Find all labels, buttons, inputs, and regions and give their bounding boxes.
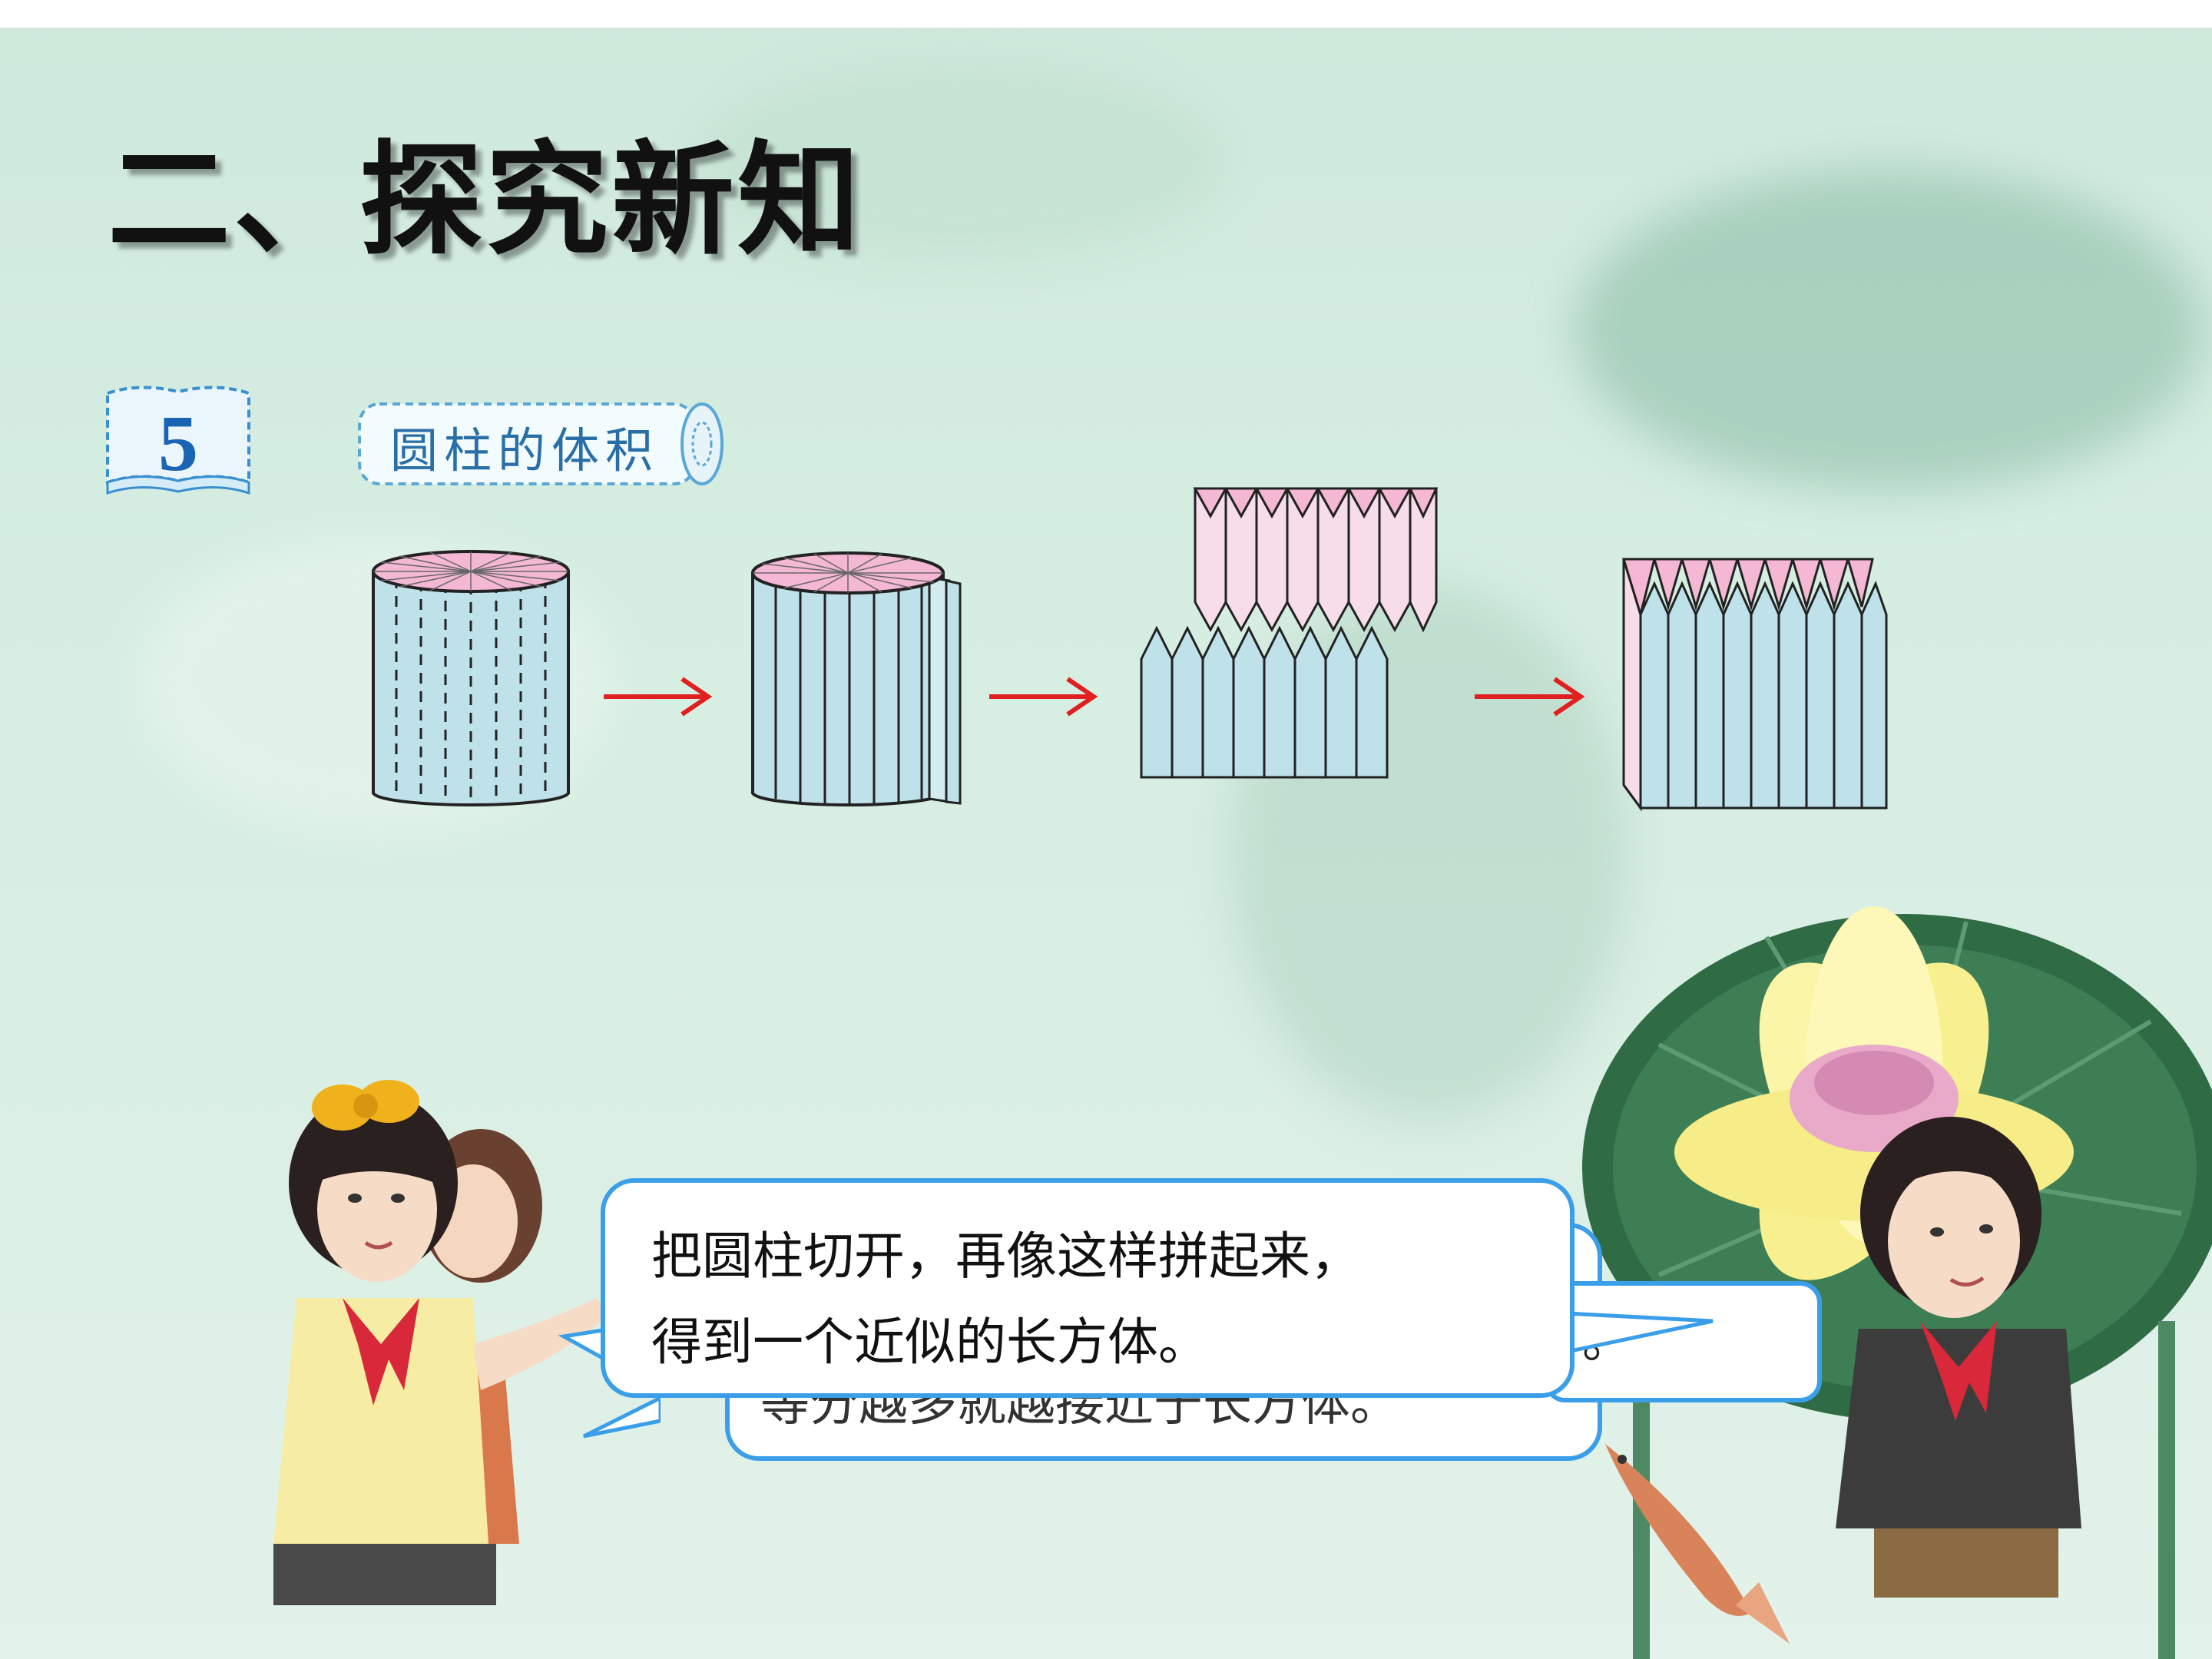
arrow-1 (604, 677, 713, 717)
topic-title: 圆柱的体积 (390, 422, 660, 478)
example-number-badge: 5 (101, 381, 255, 501)
boy-speech-bubble-right: 。 (1544, 1281, 1822, 1402)
page-title: 二、探究新知 (108, 127, 864, 272)
two-halves-interlocking (1140, 487, 1439, 779)
arrow-2 (989, 677, 1098, 717)
girl-speech-line-1: 把圆柱切开，再像这样拼起来， (651, 1227, 1361, 1286)
book-badge-icon (106, 386, 250, 495)
girl-speech-line-2: 得到一个近似的长方体。 (651, 1313, 1209, 1372)
koi-fish-illustration (1605, 1444, 1790, 1644)
background-mountain-mist (1575, 169, 2204, 492)
top-bar (0, 0, 2212, 28)
topic-label-scroll: 圆柱的体积 (355, 396, 730, 492)
cylinder-to-cuboid-diagram (372, 487, 1888, 812)
scroll-banner-icon (358, 402, 724, 485)
cylinder-cut-into-sectors (751, 551, 962, 806)
example-number: 5 (158, 399, 198, 488)
boy-illustration (1836, 1117, 2081, 1598)
boy-bubble-pointer (1567, 1311, 1714, 1354)
cylinder-with-cut-lines (372, 550, 570, 806)
girl-speech-text: 把圆柱切开，再像这样拼起来， 得到一个近似的长方体。 (651, 1214, 1361, 1386)
girl-speech-bubble: 把圆柱切开，再像这样拼起来， 得到一个近似的长方体。 (601, 1178, 1575, 1398)
girl-illustration (273, 1080, 611, 1605)
approximate-cuboid (1621, 558, 1888, 812)
arrow-3 (1475, 677, 1585, 717)
background-mist-top (691, 61, 1229, 261)
